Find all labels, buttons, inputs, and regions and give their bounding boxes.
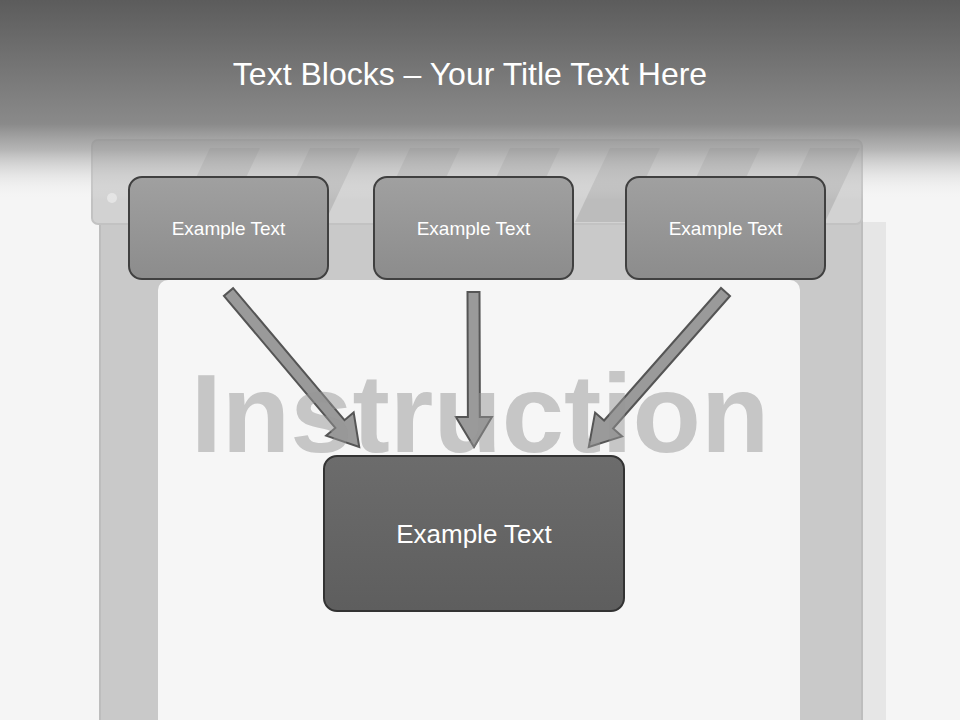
board-shadow bbox=[862, 222, 886, 720]
block-text: Example Text bbox=[417, 216, 531, 241]
text-block: Example Text bbox=[625, 176, 826, 280]
block-text: Example Text bbox=[669, 216, 783, 241]
text-block: Example Text bbox=[373, 176, 574, 280]
result-box: Example Text bbox=[323, 455, 625, 612]
header-band bbox=[0, 0, 960, 200]
block-text: Example Text bbox=[396, 517, 552, 551]
watermark: Instruction bbox=[0, 358, 960, 470]
text-block: Example Text bbox=[128, 176, 329, 280]
block-text: Example Text bbox=[172, 216, 286, 241]
slide-title: Text Blocks – Your Title Text Here bbox=[0, 52, 940, 96]
board-panel bbox=[158, 280, 800, 720]
